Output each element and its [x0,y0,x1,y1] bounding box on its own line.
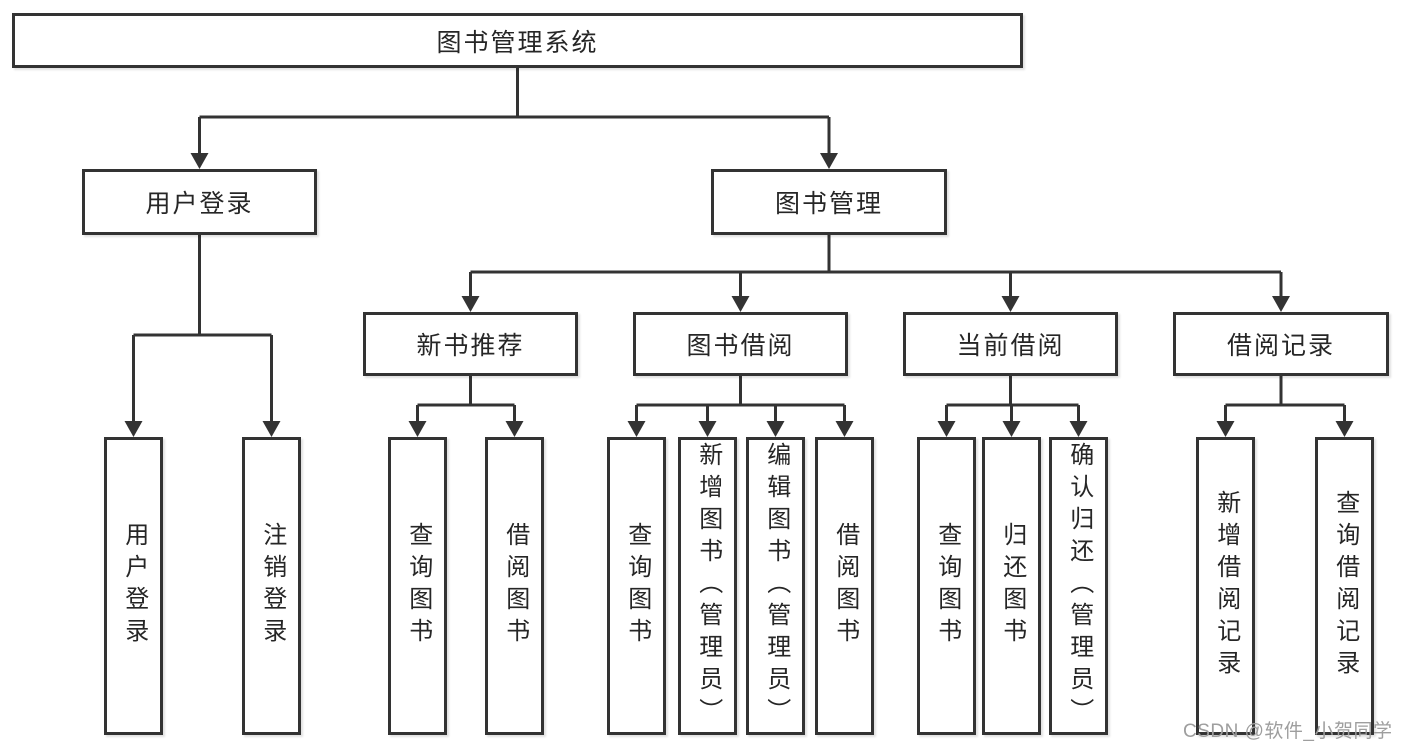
node-root-library-management-system: 图书管理系统 [12,13,1023,68]
leaf-user-login: 用户登录 [104,437,163,735]
leaf-edit-book-admin-label: 编辑图书（管理员） [762,442,790,730]
leaf-query-books-current-label: 查询图书 [933,522,961,650]
leaf-query-books-borrowing-label: 查询图书 [623,522,651,650]
leaf-confirm-return-admin: 确认归还（管理员） [1049,437,1108,735]
node-user-login: 用户登录 [82,169,317,235]
leaf-borrow-books-recommend: 借阅图书 [485,437,544,735]
leaf-add-borrow-record: 新增借阅记录 [1196,437,1255,735]
leaf-add-book-admin-label: 新增图书（管理员） [694,442,722,730]
leaf-borrow-books-label: 借阅图书 [831,522,859,650]
watermark-text: CSDN @软件_小贺同学 [1183,721,1393,742]
node-book-borrowing: 图书借阅 [633,312,848,376]
node-current-borrowing: 当前借阅 [903,312,1118,376]
connector-path [132,68,1346,423]
leaf-user-login-label: 用户登录 [120,522,148,650]
leaf-query-books-recommend-label: 查询图书 [404,522,432,650]
leaf-return-book: 归还图书 [982,437,1041,735]
node-borrowing-records: 借阅记录 [1173,312,1389,376]
leaf-query-books-recommend: 查询图书 [388,437,447,735]
leaf-query-borrow-record: 查询借阅记录 [1315,437,1374,735]
leaf-borrow-books: 借阅图书 [815,437,874,735]
leaf-query-books-borrowing: 查询图书 [607,437,666,735]
leaf-edit-book-admin: 编辑图书（管理员） [746,437,805,735]
leaf-confirm-return-admin-label: 确认归还（管理员） [1065,442,1093,730]
leaf-add-book-admin: 新增图书（管理员） [678,437,737,735]
node-book-management: 图书管理 [711,169,947,235]
leaf-logout-label: 注销登录 [258,522,286,650]
leaf-borrow-books-recommend-label: 借阅图书 [501,522,529,650]
arrow-down-icons [124,153,1354,437]
leaf-query-borrow-record-label: 查询借阅记录 [1331,490,1359,682]
leaf-logout: 注销登录 [242,437,301,735]
leaf-return-book-label: 归还图书 [998,522,1026,650]
leaf-add-borrow-record-label: 新增借阅记录 [1212,490,1240,682]
leaf-query-books-current: 查询图书 [917,437,976,735]
node-new-book-recommendation: 新书推荐 [363,312,578,376]
